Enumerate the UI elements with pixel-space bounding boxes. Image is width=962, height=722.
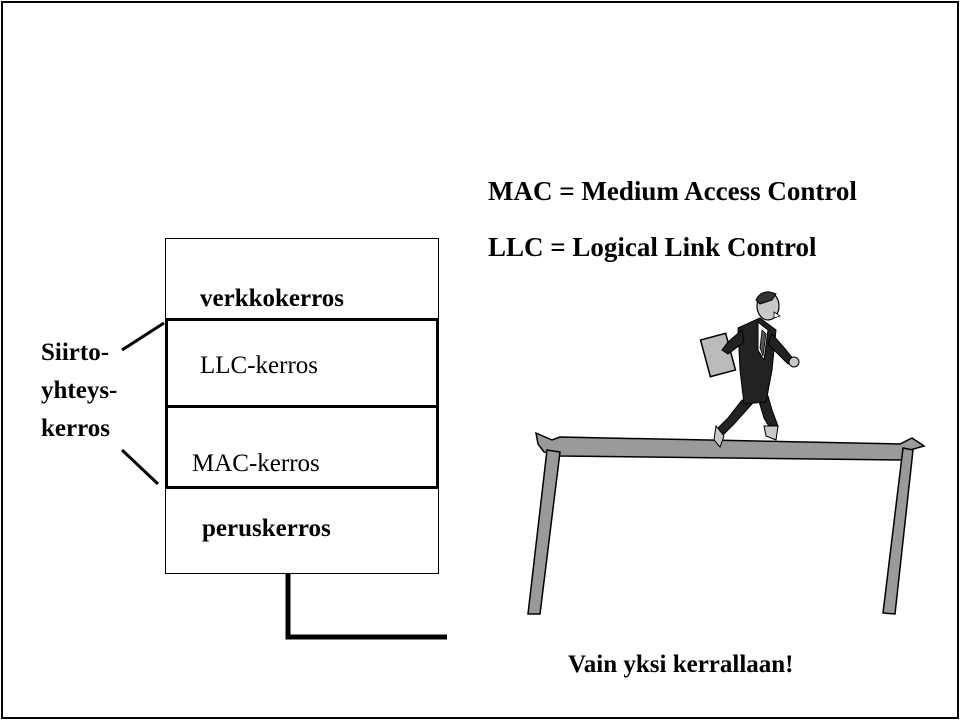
businessman-on-tightrope-icon xyxy=(699,291,800,448)
network-cable xyxy=(285,574,447,640)
tightrope-plank xyxy=(527,431,926,615)
bracket-line-top xyxy=(121,321,165,352)
side-label-line1: Siirto- xyxy=(41,339,110,366)
mac-definition: MAC = Medium Access Control xyxy=(488,176,857,206)
network-layer-label: verkkokerros xyxy=(200,285,344,312)
bracket-line-bottom xyxy=(120,448,160,486)
side-label-line2: yhteys- xyxy=(41,377,118,404)
caption: Vain yksi kerrallaan! xyxy=(568,651,794,678)
mac-layer-label: MAC-kerros xyxy=(192,450,320,477)
side-label-line3: kerros xyxy=(41,415,110,442)
physical-layer-label: peruskerros xyxy=(202,515,331,542)
llc-layer-label: LLC-kerros xyxy=(200,352,319,379)
mac-layer-box xyxy=(165,405,439,489)
llc-definition: LLC = Logical Link Control xyxy=(488,232,817,262)
